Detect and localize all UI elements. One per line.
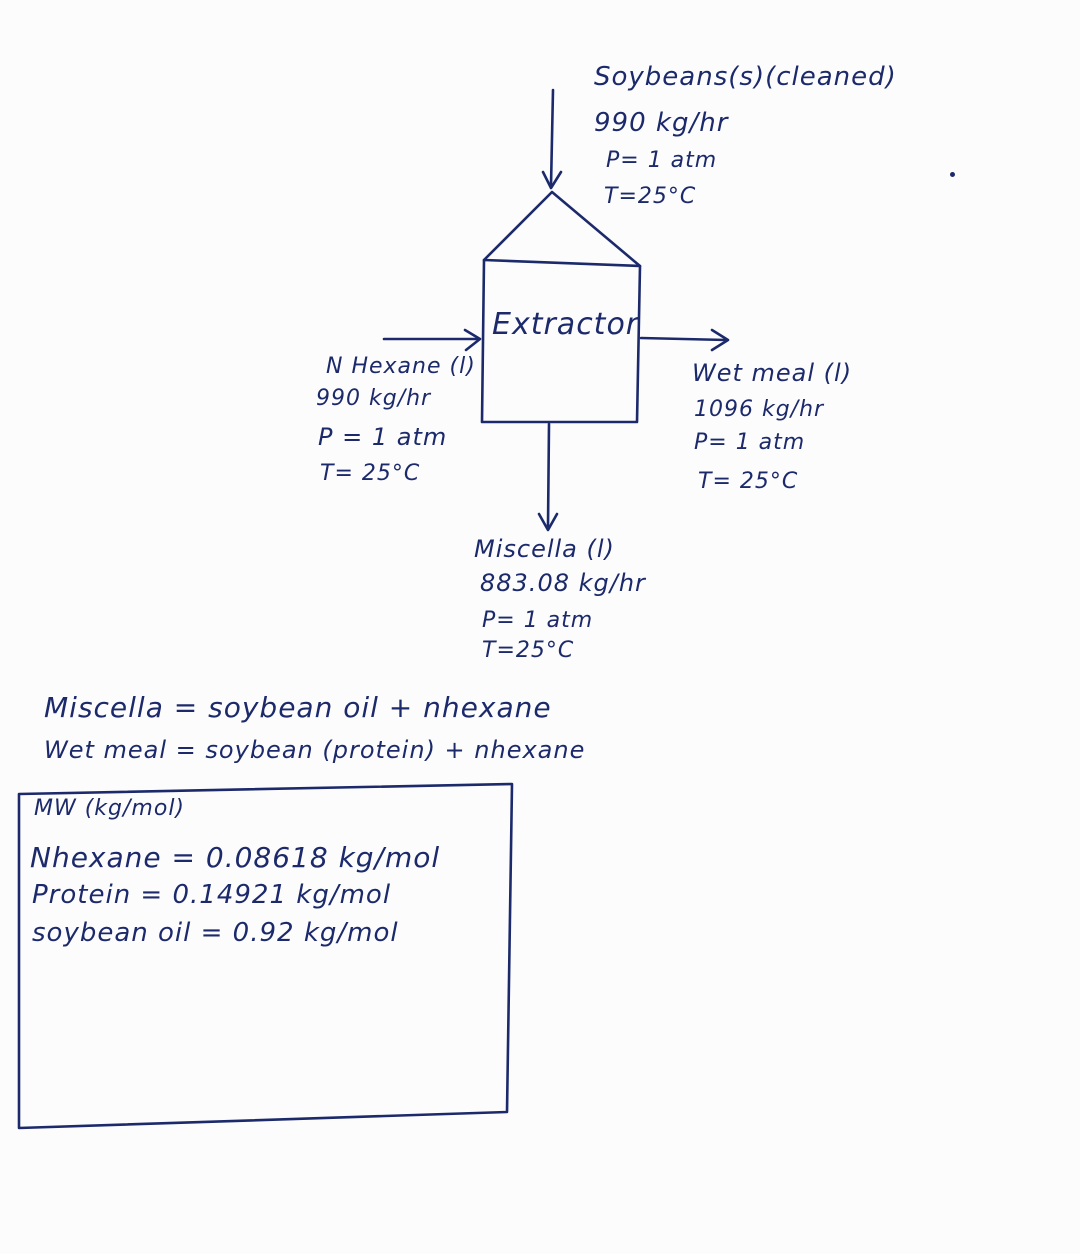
hexane-flow: 990 kg/hr	[316, 386, 432, 411]
extractor-box	[480, 258, 642, 424]
wet-meal-flow: 1096 kg/hr	[694, 397, 825, 422]
wet-meal-temperature: T= 25°C	[698, 469, 799, 494]
miscella-name: Miscella (l)	[474, 535, 615, 563]
soybean-feed-arrow	[549, 88, 555, 188]
mw-box-title: MW (kg/mol)	[34, 796, 186, 821]
soybeans-pressure: P= 1 atm	[606, 148, 718, 173]
miscella-temperature: T=25°C	[482, 638, 575, 663]
extractor-roof	[482, 190, 642, 268]
wet-meal-arrow	[639, 336, 728, 342]
miscella-arrow	[546, 422, 551, 528]
hexane-feed-arrowhead	[463, 328, 482, 352]
extractor-label: Extractor	[492, 307, 640, 342]
mw-row-soybean-oil: soybean oil = 0.92 kg/mol	[32, 918, 399, 948]
wet-meal-arrowhead	[710, 328, 730, 352]
wet-meal-pressure: P= 1 atm	[694, 430, 806, 455]
soybean-feed-arrowhead	[541, 170, 563, 190]
hexane-name: N Hexane (l)	[326, 354, 476, 379]
soybeans-name: Soybeans(s)(cleaned)	[594, 62, 897, 92]
wet-meal-name: Wet meal (l)	[692, 359, 853, 387]
soybeans-temperature: T=25°C	[604, 184, 697, 209]
miscella-arrowhead	[537, 512, 559, 532]
wet-meal-definition: Wet meal = soybean (protein) + nhexane	[44, 736, 586, 764]
mw-row-nhexane: Nhexane = 0.08618 kg/mol	[30, 841, 441, 874]
miscella-definition: Miscella = soybean oil + nhexane	[44, 691, 552, 724]
stray-dot-mark	[950, 172, 955, 177]
miscella-pressure: P= 1 atm	[482, 608, 594, 633]
soybeans-flow: 990 kg/hr	[594, 108, 729, 138]
hexane-pressure: P = 1 atm	[318, 423, 448, 451]
miscella-flow: 883.08 kg/hr	[480, 569, 646, 597]
hexane-temperature: T= 25°C	[320, 461, 421, 486]
mw-box-border	[17, 782, 514, 1130]
mw-row-protein: Protein = 0.14921 kg/mol	[32, 880, 392, 910]
